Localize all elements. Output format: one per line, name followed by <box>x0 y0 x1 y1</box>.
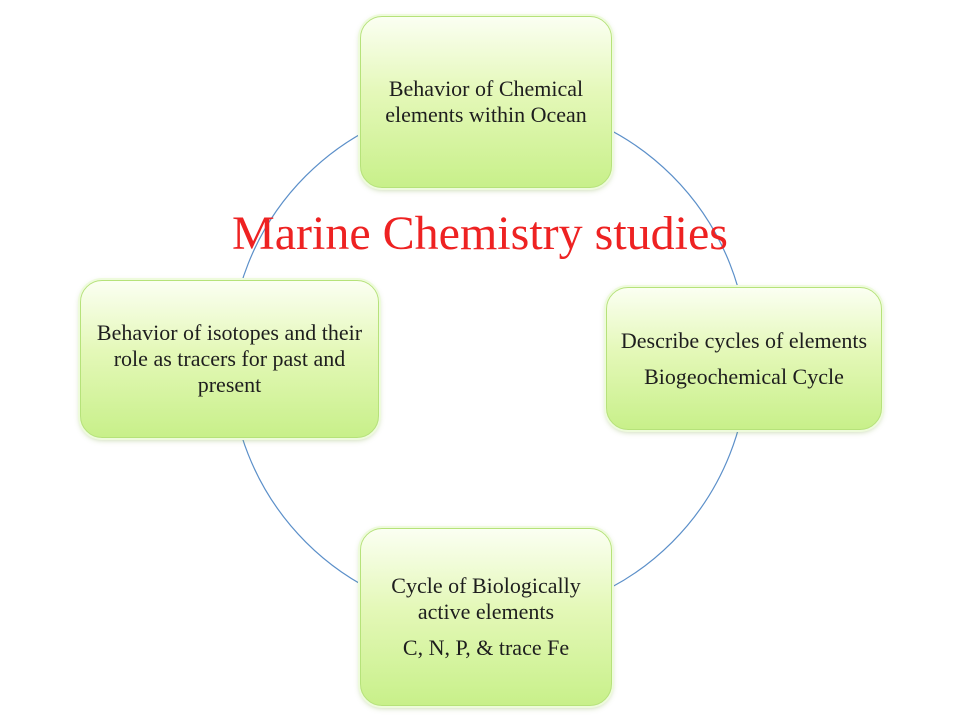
node-biological-elements-text: Cycle of Biologically active elements <box>391 573 581 625</box>
diagram-title: Marine Chemistry studies <box>232 207 728 260</box>
node-isotopes-text: Behavior of isotopes and their role as t… <box>96 320 363 397</box>
node-chemical-elements: Behavior of Chemical elements within Oce… <box>360 16 612 188</box>
node-biological-elements: Cycle of Biologically active elements C,… <box>360 528 612 706</box>
node-element-cycles-text: Describe cycles of elements <box>620 327 868 353</box>
node-chemical-elements-text: Behavior of Chemical elements within Oce… <box>385 76 587 127</box>
node-biological-elements-subtext: C, N, P, & trace Fe <box>402 634 570 660</box>
node-element-cycles: Describe cycles of elements Biogeochemic… <box>606 287 882 430</box>
node-isotopes: Behavior of isotopes and their role as t… <box>80 280 379 438</box>
node-element-cycles-subtext: Biogeochemical Cycle <box>644 363 844 389</box>
